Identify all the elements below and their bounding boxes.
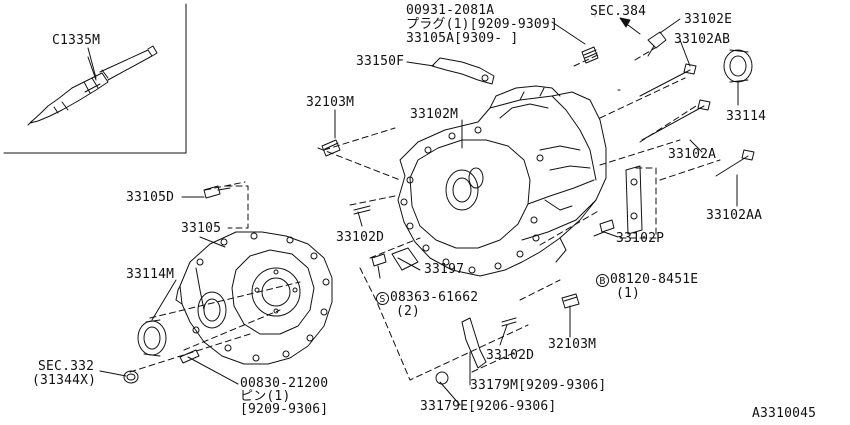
front-housing-bolt-flange bbox=[192, 232, 330, 362]
assembly-dashed-lines bbox=[129, 47, 721, 381]
inset-frame bbox=[3, 3, 187, 154]
long-bolt-33102a bbox=[641, 99, 711, 141]
label-32103m-bottom: 32103M bbox=[548, 337, 597, 352]
label-33102p: 33102P bbox=[616, 231, 665, 246]
label-sec332-sub: (31344X) bbox=[32, 373, 97, 388]
transfer-case-main-housing bbox=[397, 85, 607, 277]
diagram-id: A3310045 bbox=[752, 406, 817, 421]
screw-s-symbol: S bbox=[376, 292, 389, 305]
label-screw-qty: (2) bbox=[396, 304, 421, 319]
bolt-33105d bbox=[203, 185, 231, 199]
label-33150f: 33150F bbox=[356, 54, 405, 69]
screw-08363 bbox=[371, 253, 387, 279]
label-c1335m: C1335M bbox=[52, 33, 101, 48]
long-bolt-33102ab bbox=[639, 63, 697, 97]
main-housing-bolt-flange bbox=[400, 126, 544, 274]
label-pin-desc: ピン(1) bbox=[240, 389, 291, 404]
label-plug-part: 00931-2081A bbox=[406, 3, 495, 18]
ball-33179e bbox=[435, 371, 449, 385]
label-sec384: SEC.384 bbox=[590, 4, 647, 19]
stud-33102d-left bbox=[353, 205, 371, 215]
sec384-arrow bbox=[619, 17, 641, 35]
label-33102ab: 33102AB bbox=[674, 32, 731, 47]
sealant-tube-drawing bbox=[27, 45, 158, 126]
bracket-33150f bbox=[431, 57, 495, 85]
label-33102d-bottom: 33102D bbox=[486, 348, 535, 363]
bolt-b-symbol: B bbox=[596, 274, 609, 287]
label-33105d: 33105D bbox=[126, 190, 175, 205]
stud-33102d-bottom bbox=[501, 317, 517, 327]
label-plug-alt: 33105A[9309- ] bbox=[406, 31, 519, 46]
dowel-pin bbox=[179, 349, 200, 364]
leader-lines bbox=[87, 15, 739, 406]
label-33179e: 33179E[9206-9306] bbox=[420, 399, 557, 414]
label-33102a: 33102A bbox=[668, 147, 717, 162]
plug-32103m-top bbox=[321, 139, 341, 157]
bolt-33102aa bbox=[715, 149, 755, 177]
label-sec332: SEC.332 bbox=[38, 359, 95, 374]
plug-33105a bbox=[581, 46, 599, 64]
oil-seal-33114m bbox=[137, 319, 167, 357]
label-33102aa: 33102AA bbox=[706, 208, 763, 223]
bolt-b-part: 08120-8451E bbox=[610, 272, 699, 287]
transfer-case-front-housing bbox=[175, 231, 333, 365]
label-33102m: 33102M bbox=[410, 107, 459, 122]
bracket-33102p bbox=[625, 165, 643, 235]
label-pin-part: 00830-21200 bbox=[240, 376, 329, 391]
oil-seal-33114 bbox=[723, 49, 753, 83]
bracket-33179m bbox=[461, 317, 487, 369]
label-33114m: 33114M bbox=[126, 267, 175, 282]
label-bolt-qty: (1) bbox=[616, 286, 641, 301]
label-pin-range: [9209-9306] bbox=[240, 402, 329, 417]
label-33197: 33197 bbox=[424, 262, 465, 277]
o-ring-sec332 bbox=[123, 370, 139, 384]
label-33179m: 33179M[9209-9306] bbox=[470, 378, 607, 393]
label-33102d-left: 33102D bbox=[336, 230, 385, 245]
label-33102e: 33102E bbox=[684, 12, 733, 27]
label-plug-desc: プラグ(1)[9209-9309] bbox=[406, 17, 558, 32]
screw-s-part: 08363-61662 bbox=[390, 290, 479, 305]
label-33105: 33105 bbox=[181, 221, 222, 236]
gasket-33197 bbox=[391, 247, 419, 271]
plug-32103m-bottom bbox=[561, 293, 580, 309]
label-32103m-top: 32103M bbox=[306, 95, 355, 110]
breather-33102e bbox=[647, 31, 667, 57]
bolt-08120 bbox=[593, 219, 615, 237]
label-33114: 33114 bbox=[726, 109, 767, 124]
